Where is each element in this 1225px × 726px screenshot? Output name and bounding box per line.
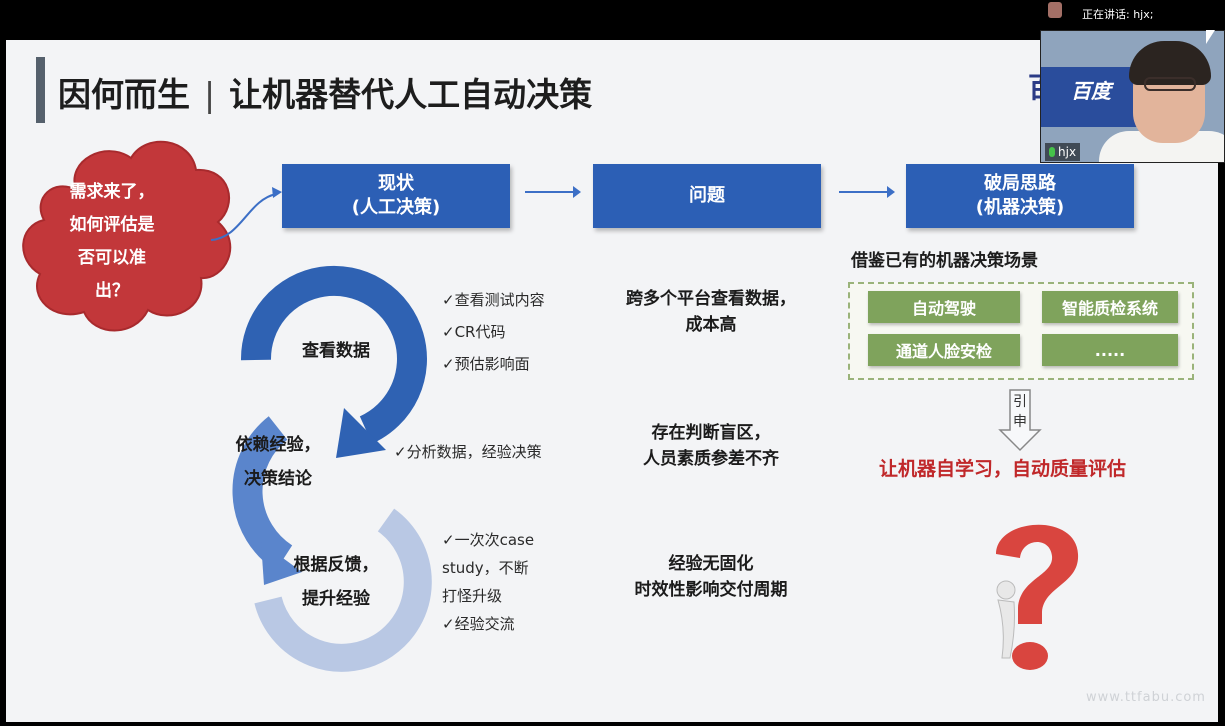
status-header-title: 现状 [378, 173, 414, 194]
participant-namebar: hjx [1045, 143, 1081, 161]
derive-arrow-icon [998, 389, 1042, 452]
scene-more: ..... [1042, 334, 1178, 366]
cycle-arc-2 [232, 416, 293, 571]
checklist-item: ✓查看测试内容 [442, 291, 545, 309]
cycle-arrow-1 [336, 408, 386, 458]
checklist-item: ✓一次次case [442, 531, 535, 549]
problem-item-experience: 经验无固化 时效性影响交付周期 [586, 551, 836, 603]
cycle-step-line: 提升经验 [302, 589, 370, 609]
reference-title: 借鉴已有的机器决策场景 [851, 251, 1038, 271]
problem-line: 跨多个平台查看数据， [626, 289, 796, 309]
participant-name: hjx [1058, 145, 1077, 159]
video-banner-text: 百度 [1071, 79, 1111, 103]
problem-line: 时效性影响交付周期 [634, 580, 788, 600]
solution-header-subtitle: (机器决策) [975, 197, 1065, 218]
speaker-video-tile[interactable]: 百度 hjx [1040, 30, 1225, 163]
solution-header-title: 破局思路 [984, 173, 1056, 194]
checklist-item: study，不断 [442, 559, 529, 577]
problem-item-cost: 跨多个平台查看数据， 成本高 [586, 286, 836, 338]
checklist-item: ✓预估影响面 [442, 355, 530, 373]
cloud-line: 否可以准 [78, 248, 146, 268]
speaker-glasses [1144, 77, 1196, 91]
cloud-line: 需求来了， [69, 182, 155, 202]
problem-item-blindspot: 存在判断盲区， 人员素质参差不齐 [586, 420, 836, 472]
checklist-view-data: ✓查看测试内容 ✓CR代码 ✓预估影响面 [442, 284, 545, 380]
bottom-edge [0, 723, 1225, 726]
watermark: www.ttfabu.com [1086, 690, 1206, 705]
speaking-indicator: 正在讲话: hjx; [1082, 8, 1154, 21]
scene-grid: 自动驾驶 智能质检系统 通道人脸安检 ..... [848, 282, 1194, 380]
problem-line: 人员素质参差不齐 [643, 449, 779, 469]
scene-quality-inspection: 智能质检系统 [1042, 291, 1178, 323]
status-header-subtitle: (人工决策) [351, 197, 441, 218]
cycle-step-rely-experience: 依赖经验， 决策结论 [218, 428, 338, 496]
scene-face-security: 通道人脸安检 [868, 334, 1020, 366]
mouse-cursor-icon [1206, 30, 1215, 44]
slide-title: 因何而生 | 让机器替代人工自动决策 [58, 68, 592, 116]
cycle-step-line: 根据反馈， [293, 555, 379, 575]
status-header-box: 现状 (人工决策) [282, 164, 510, 228]
problem-line: 经验无固化 [668, 554, 754, 574]
cloud-question: 需求来了， 如何评估是 否可以准 出？ [42, 176, 182, 308]
cycle-step-line: 依赖经验， [235, 435, 321, 455]
cycle-step-line: 决策结论 [244, 469, 312, 489]
cycle-step-view-data: 查看数据 [302, 341, 370, 361]
speaker-avatar-icon [1048, 2, 1062, 18]
problem-line: 成本高 [685, 315, 737, 335]
solution-header-box: 破局思路 (机器决策) [906, 164, 1134, 228]
title-accent-bar [36, 57, 45, 123]
cycle-arc-3 [254, 508, 432, 672]
checklist-item: ✓分析数据，经验决策 [394, 443, 542, 461]
flow-diagram [22, 140, 432, 672]
problem-header-title: 问题 [689, 185, 725, 206]
problem-to-solution-arrow [839, 186, 895, 198]
title-right: 让机器替代人工自动决策 [229, 75, 593, 114]
checklist-experience: ✓分析数据，经验决策 [394, 438, 554, 466]
checklist-item: ✓CR代码 [442, 323, 506, 341]
cycle-arrow-2 [261, 542, 302, 585]
derive-label: 引申 [1013, 394, 1027, 430]
problem-header-box: 问题 [593, 164, 821, 228]
problem-line: 存在判断盲区， [651, 423, 771, 443]
mic-icon [1049, 147, 1055, 157]
cycle-step-feedback: 根据反馈， 提升经验 [276, 548, 396, 616]
cycle-arc-1 [240, 265, 427, 444]
cloud-to-status-arrow [210, 193, 277, 241]
question-mark-figure-icon [996, 524, 1079, 670]
cloud-line: 出？ [95, 281, 129, 301]
cloud-line: 如何评估是 [69, 215, 155, 235]
status-to-problem-arrow [525, 186, 581, 198]
checklist-item: ✓经验交流 [442, 615, 515, 633]
cloud-shape [22, 140, 232, 332]
title-left: 因何而生 [58, 75, 190, 114]
checklist-feedback: ✓一次次case study，不断 打怪升级 ✓经验交流 [442, 526, 534, 638]
shared-slide: 因何而生|让机器替代人工自动决策 百 需求来了， 如何评估是 否可以准 出？ 现… [6, 40, 1218, 722]
meeting-topbar: 正在讲话: hjx; [0, 0, 1225, 34]
checklist-item: 打怪升级 [442, 587, 503, 605]
conclusion-text: 让机器自学习，自动质量评估 [879, 458, 1127, 480]
title-separator: | [204, 75, 216, 114]
scene-autonomous-driving: 自动驾驶 [868, 291, 1020, 323]
cloud-arrow-head [272, 187, 282, 198]
